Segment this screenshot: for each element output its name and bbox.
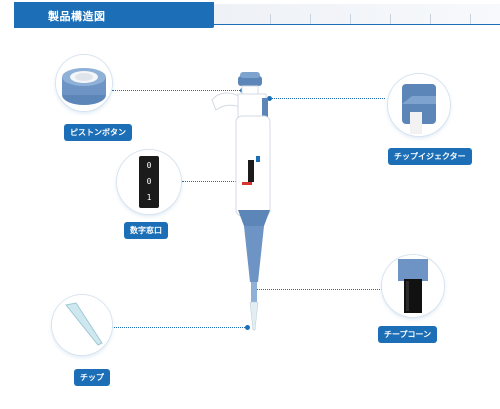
header-ruler-line xyxy=(214,24,500,25)
ruler-tick xyxy=(350,14,351,24)
piston-button-callout-image xyxy=(56,55,112,111)
pipette-illustration xyxy=(211,72,271,331)
tip-ejector-connector xyxy=(270,98,385,99)
digit-readout-1: 0 xyxy=(146,161,152,170)
tip-callout-image xyxy=(52,295,112,355)
page-title: 製品構造図 xyxy=(48,10,106,23)
digit-readout-2: 0 xyxy=(146,177,152,186)
tip-cone-connector xyxy=(254,289,382,290)
piston-button-icon xyxy=(56,55,112,111)
tip-ejector-callout-image xyxy=(388,74,450,136)
piston-button-label: ピストンボタン xyxy=(64,124,132,141)
tip-label: チップ xyxy=(74,369,110,386)
header: 製品構造図 xyxy=(0,0,500,30)
tip-connector xyxy=(112,327,247,328)
digit-readout: 0 0 1 xyxy=(139,158,159,206)
digit-window-icon xyxy=(117,150,181,214)
tip-cone-callout-image xyxy=(382,255,444,317)
piston-button-connector xyxy=(112,90,242,91)
ruler-tick xyxy=(310,14,311,24)
tip-icon xyxy=(52,295,112,355)
header-bar xyxy=(14,2,214,28)
ruler-tick xyxy=(470,14,471,24)
ruler-tick xyxy=(270,14,271,24)
digit-window-label: 数字窓口 xyxy=(124,222,168,239)
ruler-tick xyxy=(430,14,431,24)
digit-readout-3: 1 xyxy=(146,193,152,202)
tip-ejector-icon xyxy=(388,74,450,136)
ruler-tick xyxy=(390,14,391,24)
tip-ejector-label: チップイジェクター xyxy=(388,148,472,165)
tip-connector-dot xyxy=(245,325,250,330)
header-ruler xyxy=(214,4,500,24)
digit-window-connector xyxy=(182,181,244,182)
tip-cone-label: チープコーン xyxy=(378,326,438,343)
tip-ejector-connector-dot xyxy=(267,96,272,101)
tip-cone-icon xyxy=(382,255,444,317)
digit-window-callout-image: 0 0 1 xyxy=(117,150,181,214)
